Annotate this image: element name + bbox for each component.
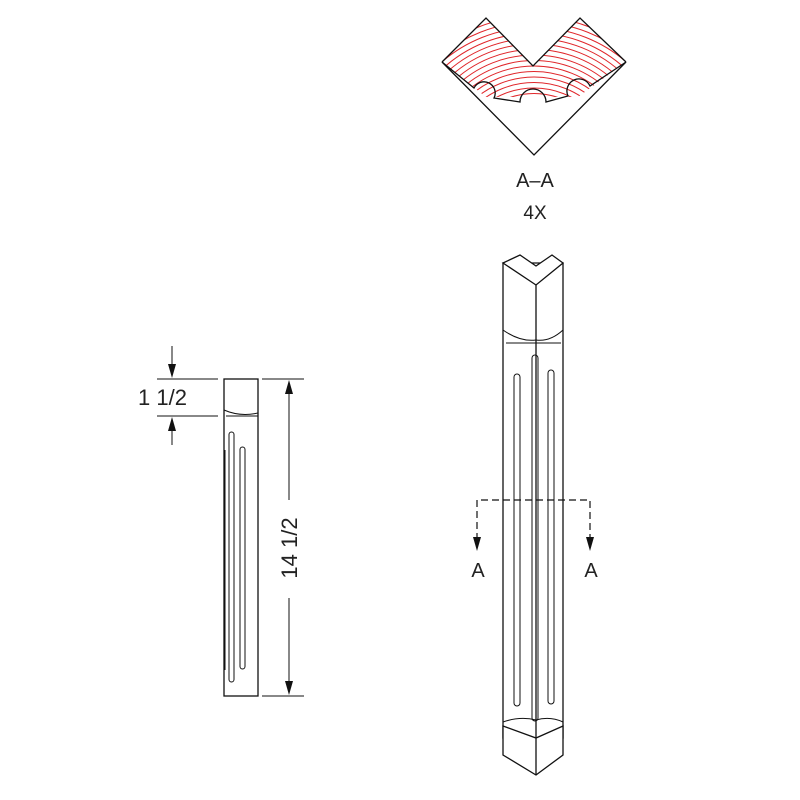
hatch-arc: [442, 43, 626, 97]
arrow-down-icon: [285, 681, 293, 695]
hatch-arc: [442, 71, 626, 97]
front-view: A A: [471, 254, 598, 776]
arrow-up-icon: [285, 380, 293, 394]
cut-label-right: A: [584, 560, 598, 582]
section-flute-edge: [441, 61, 627, 103]
section-scale: 4X: [523, 203, 547, 224]
column-flute: [513, 373, 521, 707]
hatch-arc: [459, 93, 609, 97]
section-title: A–A: [516, 170, 554, 192]
side-view-top-bevel: [223, 409, 259, 415]
arrow-down-icon: [586, 537, 594, 551]
section-outer-profile: [441, 61, 627, 156]
column-flute: [547, 369, 555, 705]
cut-label-left: A: [471, 560, 485, 582]
hatch-arc: [442, 76, 626, 97]
side-view-outline: [223, 378, 259, 697]
top-dimension-label: 1 1/2: [138, 385, 187, 410]
height-dimension-label: 14 1/2: [277, 517, 302, 578]
arrow-down-icon: [473, 537, 481, 551]
top-block-lower-edge: [502, 329, 564, 341]
hatch-arc: [442, 60, 626, 97]
hatch-arc: [453, 87, 615, 97]
side-view-flute: [239, 446, 246, 670]
column-flute: [531, 354, 539, 722]
bottom-block-upper-edge: [502, 717, 564, 723]
top-cap: [501, 254, 565, 286]
side-view: 1 1/2 14 1/2: [138, 346, 304, 697]
section-top-outline: [441, 17, 627, 67]
hatch-arc: [448, 82, 620, 97]
hatch-arc: [442, 49, 626, 97]
hatch-arc: [442, 65, 626, 97]
arrow-up-icon: [168, 417, 176, 431]
side-view-flute: [228, 431, 235, 683]
arrow-down-icon: [168, 364, 176, 378]
